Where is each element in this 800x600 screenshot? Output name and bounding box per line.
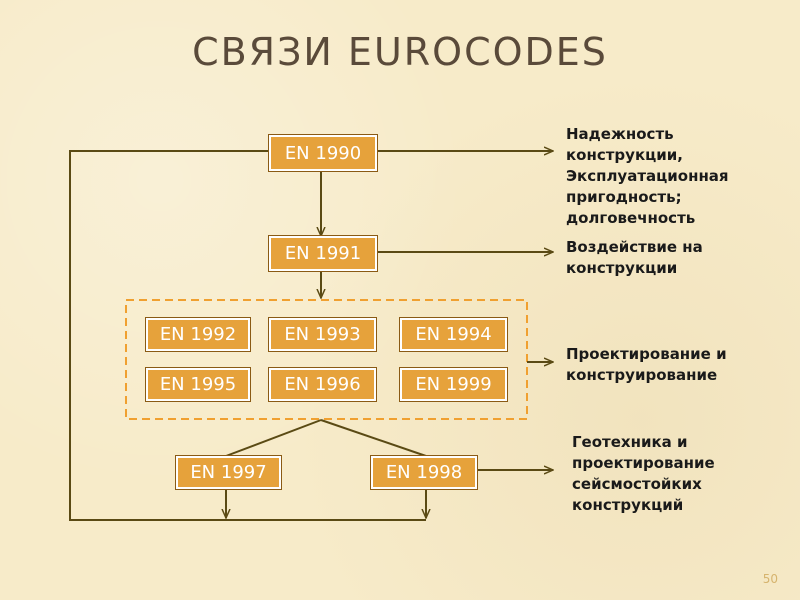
box-en-1998: EN 1998: [370, 455, 478, 490]
box-en-1997: EN 1997: [175, 455, 282, 490]
note-geotech: Геотехника и проектирование сейсмостойки…: [572, 433, 715, 514]
page-title: СВЯЗИ EUROCODES: [192, 30, 608, 74]
note-design: Проектирование и конструирование: [566, 345, 727, 384]
note-actions: Воздействие на конструкции: [566, 238, 703, 277]
note-reliability: Надежность конструкции, Эксплуатационная…: [566, 125, 729, 227]
box-en-1993: EN 1993: [268, 317, 377, 352]
box-en-1991: EN 1991: [268, 235, 378, 272]
box-en-1990: EN 1990: [268, 134, 378, 172]
page-number: 50: [762, 572, 778, 586]
feedback-loop: [69, 150, 426, 521]
design-group-frame: [125, 299, 528, 420]
branch-to-1998: [320, 419, 427, 457]
branch-to-1997: [225, 419, 322, 457]
box-en-1994: EN 1994: [399, 317, 508, 352]
box-en-1992: EN 1992: [145, 317, 251, 352]
box-en-1999: EN 1999: [399, 367, 508, 402]
box-en-1996: EN 1996: [268, 367, 377, 402]
box-en-1995: EN 1995: [145, 367, 251, 402]
